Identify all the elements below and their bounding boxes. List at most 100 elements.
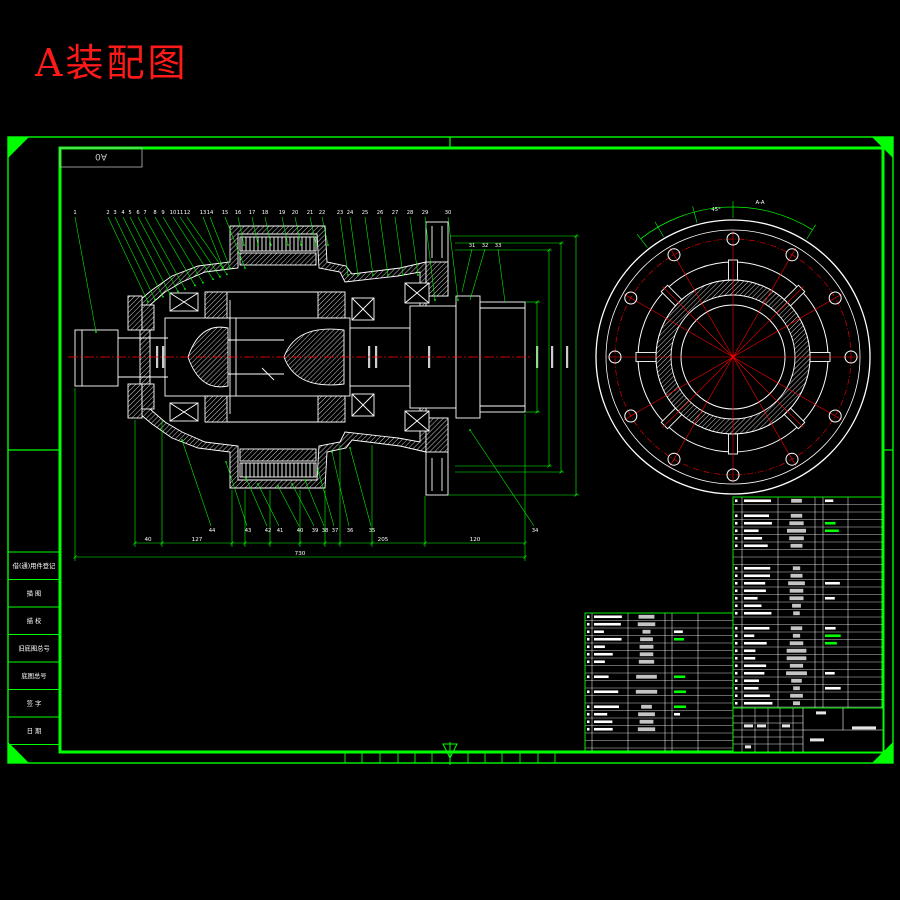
- table-cell-text-mark: [744, 604, 762, 608]
- table-cell-text-mark: [744, 499, 771, 503]
- bearing-cross: [404, 282, 430, 304]
- table-cell-text-mark: [594, 712, 608, 716]
- table-cell-text-mark: [744, 536, 763, 540]
- leader-line: [251, 216, 259, 246]
- table-cell-text-mark: [744, 529, 759, 533]
- leaders: [74, 216, 535, 527]
- leader-line: [317, 469, 335, 527]
- radial-center-line: [732, 293, 843, 358]
- side-block-label: 借(通)用件登记: [13, 561, 56, 570]
- part-number-label: 43: [245, 528, 252, 534]
- part-number-label: 29: [422, 210, 429, 216]
- table-cell-text-mark: [674, 690, 686, 694]
- table-cell-text-mark: [744, 514, 770, 518]
- leader-line: [186, 216, 228, 275]
- table-cell-text-mark: [594, 622, 621, 626]
- leader-line: [245, 477, 268, 527]
- leader-line: [122, 216, 164, 297]
- leader-dot: [300, 244, 302, 246]
- leader-dot: [181, 439, 183, 441]
- leader-dot: [184, 288, 186, 290]
- table-cell-text-mark: [587, 705, 590, 709]
- leader-dot: [417, 274, 419, 276]
- table-cell-text-mark: [744, 686, 759, 690]
- carrier-wall: [204, 291, 228, 319]
- table-cell-text-mark: [825, 686, 841, 690]
- table-cell-text-mark: [825, 641, 837, 645]
- bearing-cross: [404, 410, 430, 432]
- leader-line: [409, 216, 419, 276]
- ring-gear-body-bottom: [239, 448, 317, 462]
- angular-dimension-tick: [806, 224, 816, 240]
- table-cell-text-mark: [735, 581, 738, 585]
- leader-dot: [349, 447, 351, 449]
- table-cell-text-mark: [792, 701, 801, 706]
- part-number-label: 1: [73, 210, 76, 216]
- table-cell-text-mark: [594, 727, 613, 731]
- flange-hatch: [425, 417, 449, 453]
- part-number-label: 39: [312, 528, 319, 534]
- angular-dimension-arc: [640, 206, 813, 240]
- leader-line: [181, 439, 212, 527]
- table-cell-text-mark: [638, 614, 655, 619]
- leader-line: [144, 216, 186, 290]
- side-block-label: 描 图: [27, 588, 42, 597]
- part-number-label: 20: [292, 210, 299, 216]
- part-number-label: 22: [319, 210, 326, 216]
- table-cell-text-mark: [637, 727, 656, 732]
- section-view-label: A-A: [755, 200, 764, 206]
- table-cell-text-mark: [735, 701, 738, 705]
- bolt-hole: [624, 409, 638, 423]
- table-cell-text-mark: [674, 712, 681, 716]
- leader-dot: [277, 485, 279, 487]
- radial-center-line: [732, 356, 843, 421]
- table-cell-text-mark: [744, 664, 767, 668]
- leader-line: [114, 216, 156, 300]
- table-cell-text-mark: [825, 521, 836, 525]
- table-cell-text-mark: [735, 514, 738, 518]
- table-cell-text-mark: [735, 611, 738, 615]
- part-number-label: 8: [153, 210, 156, 216]
- leader-line: [291, 483, 315, 527]
- angular-dimension-tick: [654, 221, 664, 237]
- diameter-dimension-mark: [566, 346, 569, 368]
- table-cell-text-mark: [789, 663, 804, 668]
- part-number-label: 14: [207, 210, 214, 216]
- leader-line: [129, 216, 171, 295]
- table-cell-text-mark: [825, 671, 835, 675]
- table-cell-text-mark: [789, 588, 804, 593]
- table-cell-text-mark: [594, 720, 613, 724]
- leader-dot: [291, 483, 293, 485]
- leader-line: [154, 216, 196, 286]
- part-number-label: 4: [121, 210, 125, 216]
- flange-outer-circle: [595, 219, 871, 495]
- end-cover: [127, 383, 143, 419]
- table-cell-text-mark: [789, 596, 804, 601]
- side-block-label: 日 期: [27, 727, 42, 735]
- outer-border: [7, 136, 894, 764]
- part-number-label: 38: [322, 528, 329, 534]
- part-number-label: 34: [532, 528, 539, 534]
- table-cell-text-mark: [735, 521, 738, 525]
- table-cell-text-mark: [735, 589, 738, 593]
- table-cell-text-mark: [792, 633, 801, 638]
- leader-dot: [194, 284, 196, 287]
- table-cell-text-mark: [587, 712, 590, 716]
- part-number-label: 17: [249, 210, 256, 216]
- table-border: [732, 496, 884, 709]
- table-cell-text-mark: [744, 521, 772, 525]
- leader-dot: [154, 298, 156, 301]
- table-cell-text-mark: [587, 675, 590, 679]
- part-number-label: 40: [297, 528, 304, 534]
- table-cell-text-mark: [735, 679, 738, 683]
- table-cell-text-mark: [786, 648, 807, 653]
- bolt-hole: [844, 350, 858, 364]
- leader-dot: [219, 275, 221, 278]
- part-number-label: 7: [143, 210, 146, 216]
- table-cell-text-mark: [793, 611, 800, 616]
- cross-shaft-line: [261, 367, 275, 381]
- table-cell-text-mark: [793, 686, 800, 691]
- table-cell-text-mark: [790, 693, 803, 698]
- leader-dot: [434, 299, 436, 301]
- bolt-hole: [785, 248, 799, 262]
